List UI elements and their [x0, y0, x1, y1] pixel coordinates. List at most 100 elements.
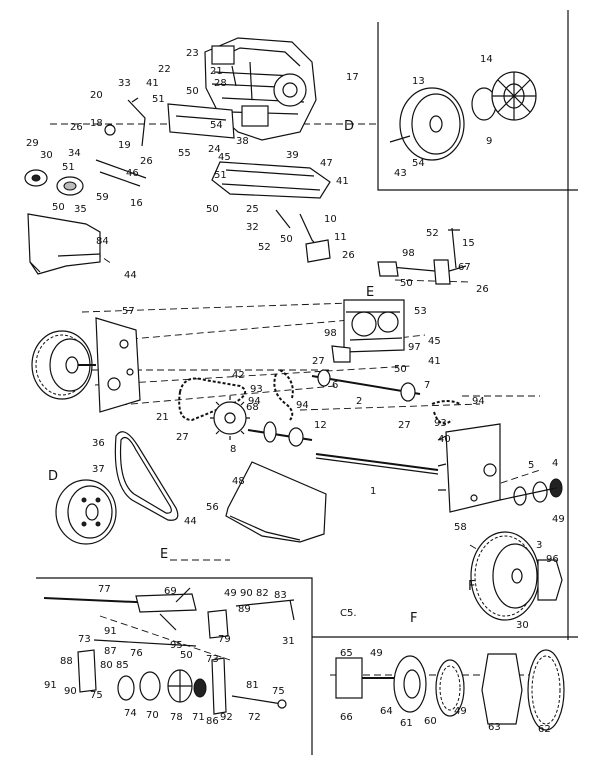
part-label-75b: 75 [272, 686, 285, 697]
part-label-95: 95 [170, 640, 183, 651]
part-label-26b: 26 [140, 156, 153, 167]
part-label-60: 60 [424, 716, 437, 727]
part-label-4: 4 [552, 458, 558, 469]
part-label-2: 2 [356, 396, 362, 407]
right-side-plate [437, 423, 501, 513]
part-label-68: 68 [246, 402, 259, 413]
part-label-9: 9 [486, 136, 492, 147]
part-label-48: 48 [232, 476, 245, 487]
pulley-d [55, 479, 117, 545]
part-label-37: 37 [92, 464, 105, 475]
part-label-26c: 26 [342, 250, 355, 261]
part-label-E2: E [160, 547, 168, 562]
part-label-21b: 21 [156, 412, 169, 423]
part-label-72: 72 [248, 712, 261, 723]
part-label-82: 82 [256, 588, 269, 599]
part-label-24: 24 [208, 144, 221, 155]
part-label-23: 23 [186, 48, 199, 59]
part-label-47: 47 [320, 158, 333, 169]
part-label-F1: F [468, 579, 475, 594]
part-label-44b: 44 [184, 516, 197, 527]
part-label-19: 19 [118, 140, 131, 151]
part-label-57: 57 [122, 306, 135, 317]
part-label-43: 43 [394, 168, 407, 179]
part-label-28: 28 [214, 78, 227, 89]
part-label-71: 71 [192, 712, 205, 723]
part-label-D1: D [48, 469, 58, 484]
part-label-17: 17 [346, 72, 359, 83]
left-side-plate [95, 317, 141, 413]
part-label-93b: 93 [434, 418, 447, 429]
upper-pulleys [24, 124, 147, 196]
chain-93 [273, 369, 294, 421]
part-label-8: 8 [230, 444, 236, 455]
part-label-65: 65 [340, 648, 353, 659]
part-label-91b: 91 [44, 680, 57, 691]
part-label-16: 16 [130, 198, 143, 209]
v-belt [114, 431, 179, 521]
part-label-30: 30 [40, 150, 53, 161]
part-label-51b: 51 [62, 162, 75, 173]
part-label-96: 96 [546, 554, 559, 565]
inset-f-wheel-parts [335, 649, 565, 731]
part-label-94a: 94 [248, 396, 261, 407]
part-label-79: 79 [218, 634, 231, 645]
part-label-38: 38 [236, 136, 249, 147]
part-label-52a: 52 [258, 242, 271, 253]
part-label-87: 87 [104, 646, 117, 657]
part-label-75a: 75 [90, 690, 103, 701]
part-label-53: 53 [414, 306, 427, 317]
part-label-73b: 73 [206, 654, 219, 665]
part-label-41c: 41 [428, 356, 441, 367]
part-label-86: 86 [206, 716, 219, 727]
part-label-54b: 54 [412, 158, 425, 169]
part-label-33: 33 [118, 78, 131, 89]
part-label-39: 39 [286, 150, 299, 161]
part-label-C5: C5. [340, 608, 357, 619]
right-wheel-f [470, 531, 563, 621]
part-label-F2: F [410, 611, 417, 626]
axle-hardware [499, 478, 563, 506]
part-label-10: 10 [324, 214, 337, 225]
inset-frames [36, 10, 578, 755]
part-label-97: 97 [408, 342, 421, 353]
part-label-59: 59 [96, 192, 109, 203]
part-label-49d: 49 [454, 706, 467, 717]
part-label-49b: 49 [224, 588, 237, 599]
part-label-58: 58 [454, 522, 467, 533]
part-label-27a: 27 [312, 356, 325, 367]
part-label-25: 25 [246, 204, 259, 215]
part-label-50f: 50 [394, 364, 407, 375]
part-label-50d: 50 [280, 234, 293, 245]
part-label-35: 35 [74, 204, 87, 215]
part-label-E1: E [366, 285, 374, 300]
part-label-98b: 98 [324, 328, 337, 339]
part-label-69: 69 [164, 586, 177, 597]
part-label-11: 11 [334, 232, 347, 243]
part-label-46: 46 [126, 168, 139, 179]
part-label-5: 5 [528, 460, 534, 471]
part-label-77: 77 [98, 584, 111, 595]
part-label-31: 31 [282, 636, 295, 647]
part-label-26d: 26 [476, 284, 489, 295]
part-label-83: 83 [274, 590, 287, 601]
part-label-13: 13 [412, 76, 425, 87]
part-label-42: 42 [232, 370, 245, 381]
idler-rod-assembly [377, 227, 467, 285]
center-levers [275, 209, 331, 263]
main-axle [315, 453, 439, 475]
part-label-56: 56 [206, 502, 219, 513]
part-label-64: 64 [380, 706, 393, 717]
inset-e-assembly [43, 587, 295, 715]
part-label-7: 7 [424, 380, 430, 391]
part-label-62: 62 [538, 724, 551, 735]
part-label-14: 14 [480, 54, 493, 65]
part-label-26a: 26 [70, 122, 83, 133]
belt-cover [225, 461, 327, 543]
left-wheel [31, 330, 96, 400]
part-label-81: 81 [246, 680, 259, 691]
part-label-61: 61 [400, 718, 413, 729]
part-label-63: 63 [488, 722, 501, 733]
